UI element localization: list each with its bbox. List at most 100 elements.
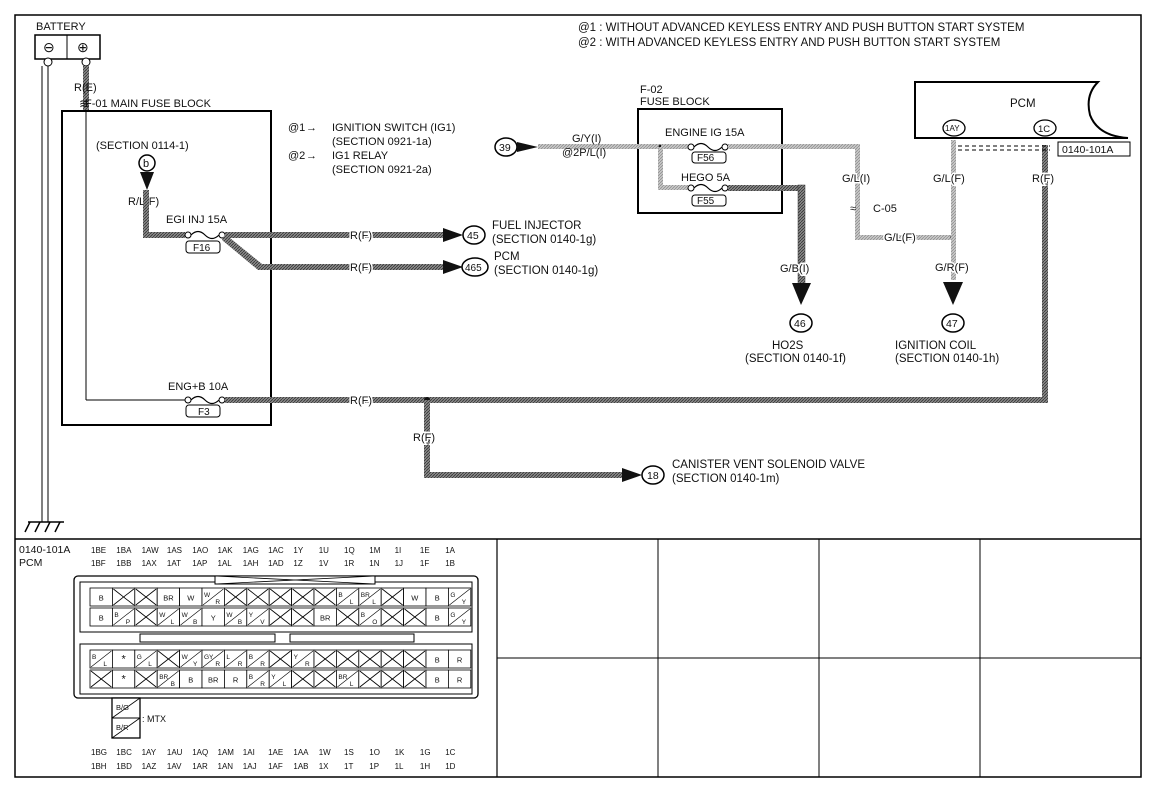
connector-cell: BR <box>246 649 270 669</box>
connector-pin-label: 1D <box>445 762 455 771</box>
canister-label: CANISTER VENT SOLENOID VALVE <box>672 459 865 471</box>
at2-marker: @2 <box>288 150 305 162</box>
connector-pin-label: 1AX <box>142 559 158 568</box>
fuse-f3-icon <box>184 395 226 405</box>
connector-pin-label: 1BE <box>91 546 106 555</box>
battery-plus-icon: ⊕ <box>77 39 89 55</box>
connector-cell-color: Y <box>249 612 254 619</box>
connector-pin-label: 1AM <box>218 748 235 757</box>
connector-pin-label: 1B <box>445 559 455 568</box>
destination-18-num: 18 <box>647 470 659 482</box>
main-fuse-block-title: F-01 MAIN FUSE BLOCK <box>85 98 212 110</box>
battery-minus-icon: ⊖ <box>43 39 55 55</box>
connector-cell-color: BR <box>361 592 370 599</box>
connector-cell-color: W <box>159 612 166 619</box>
connector-pin-label: 1AE <box>268 748 283 757</box>
connector-cell-color: B <box>193 619 197 626</box>
connector-cell-color: L <box>350 681 354 688</box>
connector-cell <box>134 607 158 627</box>
connector-cell-color: BR <box>320 614 331 623</box>
connector-cell: * <box>112 649 136 669</box>
connector-cell <box>380 669 405 689</box>
connector-cell <box>313 649 337 669</box>
pcm-dest-section: (SECTION 0140-1g) <box>494 265 598 277</box>
pcm-title: PCM <box>1010 98 1036 110</box>
connector-cell-color: R <box>238 661 243 668</box>
connector-pin-label: 1W <box>319 748 331 757</box>
connector-pin-label: 1U <box>319 546 329 555</box>
connector-cell <box>403 607 427 627</box>
connector-cell: W <box>179 587 203 607</box>
outer-frame <box>14 14 1142 778</box>
pcm-dest-label: PCM <box>494 251 520 263</box>
connector-pin-label: 1L <box>395 762 404 771</box>
connector-cell: BRB <box>156 669 180 689</box>
main-fuse-block <box>61 110 272 426</box>
connector-pin-label: 1AC <box>268 546 284 555</box>
connector-cell-color: B <box>435 656 440 665</box>
connector-cell: BR <box>313 607 337 627</box>
connector-cell-color: B <box>238 619 242 626</box>
connector-cell: WB <box>179 607 203 627</box>
fuse-f56-icon <box>687 142 729 152</box>
connector-pin-label: 1BC <box>116 748 132 757</box>
connector-cell-color: Y <box>462 599 467 606</box>
mtx-label: : MTX <box>142 714 166 724</box>
connector-cell-color: B <box>435 676 440 685</box>
connector-pin-label: 1BG <box>91 748 107 757</box>
connector-cell-color: B <box>435 614 440 623</box>
engine-ig-label: ENGINE IG 15A <box>665 127 745 139</box>
connector-cell <box>380 607 405 627</box>
pcm-pin-1ay-label: 1AY <box>945 124 960 133</box>
connector-cell: GYR <box>201 649 225 669</box>
connector-cell: YV <box>246 607 270 627</box>
connector-pin-label: 1T <box>344 762 353 771</box>
destination-47-badge <box>941 313 965 333</box>
connector-cell: BR <box>246 669 270 689</box>
ho2s-section: (SECTION 0140-1f) <box>745 353 846 365</box>
connector-cell-color: L <box>350 599 354 606</box>
ignition-switch-section: (SECTION 0921-1a) <box>332 136 432 148</box>
connector-b-label: b <box>143 158 149 170</box>
connector-pin-label: 1Q <box>344 546 355 555</box>
connector-cell: B <box>89 587 113 607</box>
connector-pin-label: 1AH <box>243 559 259 568</box>
connector-cell: BR <box>156 587 180 607</box>
connector-cell: BO <box>358 607 382 627</box>
destination-46-num: 46 <box>794 318 806 330</box>
connector-cell-color: B <box>188 676 193 685</box>
connector-pin-label: 1AT <box>167 559 181 568</box>
fuse-id-f16: F16 <box>193 243 211 254</box>
connector-pin-label: 1S <box>344 748 354 757</box>
connector-pin-label: 1AJ <box>243 762 257 771</box>
connector-cell-color: R <box>233 676 239 685</box>
at1-marker: @1 <box>288 122 305 134</box>
connector-cell: BL <box>89 649 113 669</box>
connector-pin-label: 1I <box>395 546 402 555</box>
connector-cell <box>291 607 315 627</box>
connector-cell-color: Y <box>271 674 276 681</box>
connector-cell-color: L <box>226 654 230 661</box>
ignition-switch-label: IGNITION SWITCH (IG1) <box>332 122 455 134</box>
mtx-plug: B/G B/R <box>111 697 141 739</box>
f02-id: F-02 <box>640 84 663 96</box>
pcm-pin-1c <box>1033 119 1057 137</box>
connector-c05-label: C-05 <box>873 203 897 215</box>
wire-label-rf-3: R(F) <box>350 395 372 407</box>
connector-cell <box>335 649 360 669</box>
connector-cell <box>291 587 315 607</box>
connector-cell-color: R <box>305 661 310 668</box>
connector-pin-label: 1X <box>319 762 329 771</box>
connector-cell: BL <box>335 587 360 607</box>
connector-cell: BR <box>201 669 225 689</box>
connector-pin-label: 1N <box>369 559 379 568</box>
wire-label-re: R(E) <box>74 82 97 94</box>
battery: BATTERY ⊖ ⊕ <box>34 21 101 67</box>
fuse-id-f55: F55 <box>697 196 715 207</box>
connector-cell-color: R <box>260 661 265 668</box>
connector-pin-label: 1R <box>344 559 354 568</box>
connector-cell: B <box>179 669 203 689</box>
connector-cell: B <box>425 649 449 669</box>
connector-cell: GL <box>134 649 158 669</box>
